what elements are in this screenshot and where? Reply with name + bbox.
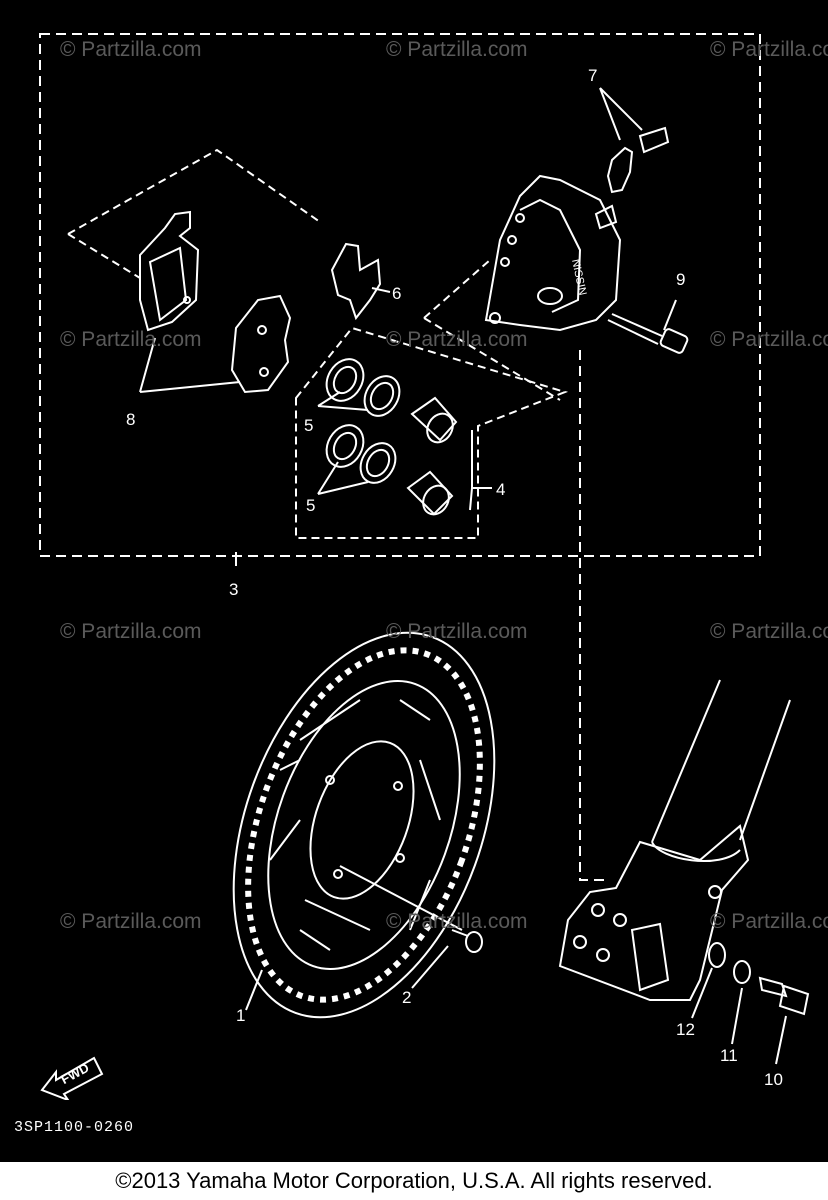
callout-12: 12: [676, 1020, 695, 1039]
front-fork-leg: [558, 679, 791, 1001]
disc-bolt: [339, 865, 483, 953]
watermark: © Partzilla.com: [60, 910, 202, 933]
callout-4: 4: [496, 480, 506, 499]
brake-pad-right: [230, 294, 292, 394]
watermark: © Partzilla.com: [386, 38, 528, 61]
callout-3: 3: [229, 580, 239, 599]
pad-group-outline: [67, 148, 321, 279]
callout-6: 6: [392, 284, 402, 303]
caliper-bolt: [607, 313, 689, 354]
brake-disc: [232, 631, 496, 1019]
brake-caliper: [484, 174, 622, 332]
watermark: © Partzilla.com: [60, 38, 202, 61]
axle-pinch-bolt: [758, 976, 810, 1016]
exploded-parts-diagram: NISSIN: [39, 33, 810, 1065]
washer-12: [708, 942, 726, 968]
caliper-mount-leader: [579, 350, 610, 881]
watermark: © Partzilla.com: [386, 620, 528, 643]
callout-5: 5: [304, 416, 314, 435]
watermark: © Partzilla.com: [60, 620, 202, 643]
callout-9: 9: [676, 270, 686, 289]
watermark: © Partzilla.com: [710, 910, 828, 933]
callout-11: 11: [720, 1046, 738, 1065]
watermark: © Partzilla.com: [60, 328, 202, 351]
brake-pad-left: [139, 210, 200, 332]
bleed-screw: [599, 87, 670, 194]
pad-spring: [330, 242, 382, 321]
caliper-brand-text: NISSIN: [569, 258, 588, 296]
diagram-code: 3SP1100-0260: [14, 1119, 135, 1136]
watermark: © Partzilla.com: [386, 328, 528, 351]
watermark: © Partzilla.com: [386, 910, 528, 933]
callout-1: 1: [236, 1006, 246, 1025]
assembly-4-dashed-box: [295, 326, 569, 539]
watermark: © Partzilla.com: [710, 620, 828, 643]
washer-11: [733, 960, 751, 984]
callout-8: 8: [126, 410, 136, 429]
piston-lower: [406, 470, 454, 516]
callout-5: 5: [306, 496, 316, 515]
piston-seal: [325, 358, 365, 402]
fwd-arrow-icon: [40, 1056, 104, 1100]
watermark: © Partzilla.com: [710, 328, 828, 351]
callout-7: 7: [588, 66, 598, 85]
assembly-3-dashed-box: [39, 33, 761, 557]
callout-10: 10: [764, 1070, 783, 1089]
watermark: © Partzilla.com: [710, 38, 828, 61]
dust-seal: [363, 375, 401, 417]
callout-2: 2: [402, 988, 412, 1007]
piston-upper: [410, 396, 458, 444]
copyright-footer: ©2013 Yamaha Motor Corporation, U.S.A. A…: [0, 1162, 828, 1200]
